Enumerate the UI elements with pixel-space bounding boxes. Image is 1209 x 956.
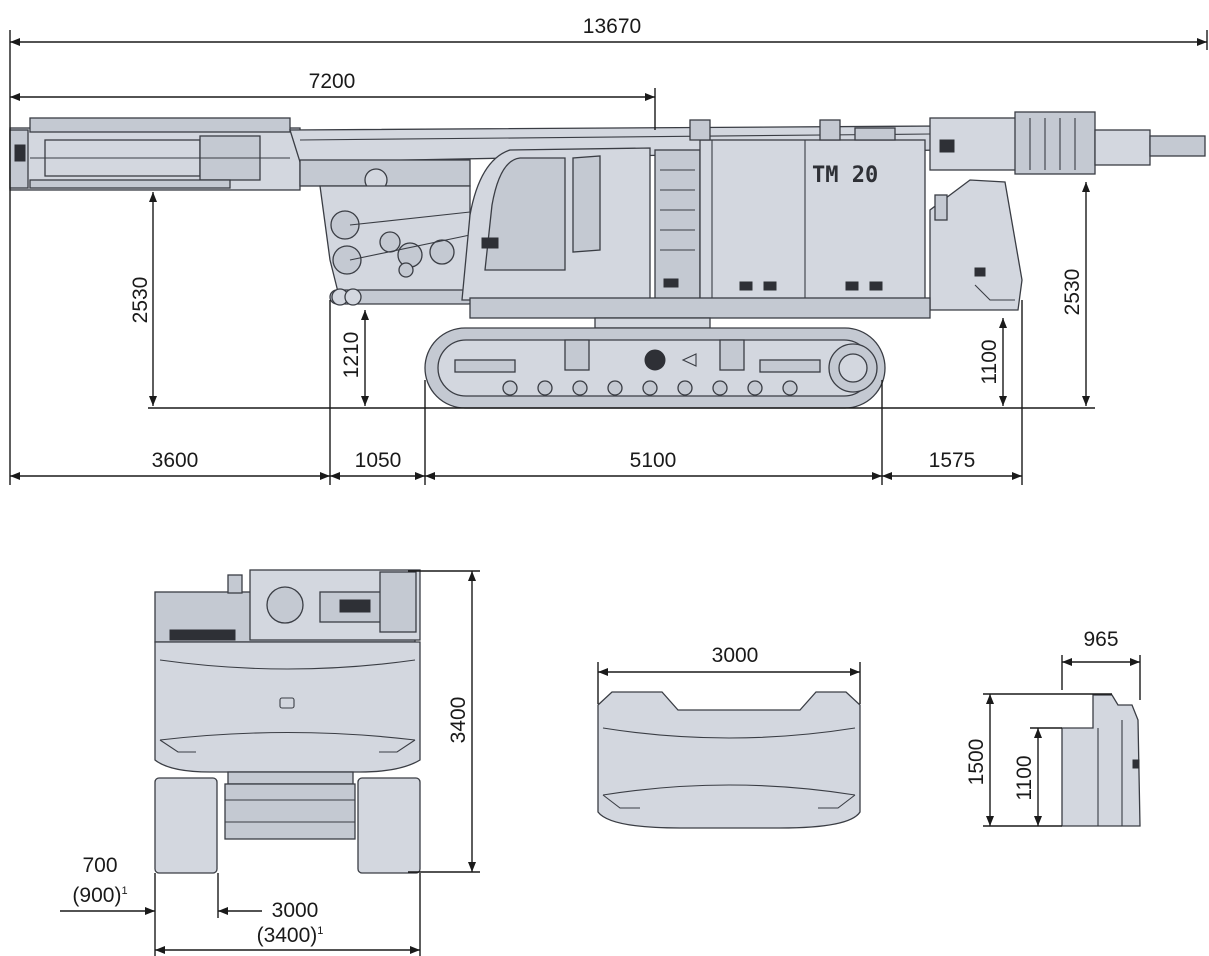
model-label: TM 20 bbox=[812, 163, 878, 188]
counterweight-front-view bbox=[597, 691, 861, 829]
rear-dimensions: 3400 700 (900)1 3000 (3400)1 bbox=[60, 570, 480, 956]
dim-rear-height: 2530 bbox=[1061, 269, 1084, 316]
dim-segment-4: 1575 bbox=[929, 449, 976, 472]
side-dimensions: 13670 7200 2530 1210 1100 2530 3600 1050… bbox=[9, 15, 1208, 485]
dim-track-width-alt: (900)1 bbox=[72, 884, 127, 907]
dim-track-width: 700 bbox=[82, 854, 117, 877]
dim-cw-depth: 965 bbox=[1083, 628, 1118, 651]
dim-gauge-alt: (3400)1 bbox=[257, 924, 324, 947]
dim-cw-width: 3000 bbox=[712, 644, 759, 667]
boom bbox=[9, 117, 301, 191]
counterweight-side-dimensions: 965 1500 1100 bbox=[965, 628, 1141, 827]
rear-view-machine bbox=[154, 569, 421, 874]
dim-overall-length: 13670 bbox=[583, 15, 641, 38]
dim-cw-lower-height: 1100 bbox=[1013, 755, 1036, 800]
dim-front-height: 2530 bbox=[129, 277, 152, 324]
dim-boom-length: 7200 bbox=[309, 70, 356, 93]
linkage bbox=[319, 185, 476, 306]
rotary-head bbox=[929, 111, 1206, 175]
dim-cw-height: 1500 bbox=[965, 739, 988, 786]
side-view-machine: TM 20 bbox=[9, 111, 1206, 409]
dim-segment-1: 3600 bbox=[152, 449, 199, 472]
dim-clearance-rear: 1100 bbox=[978, 339, 1001, 384]
engine-housing: TM 20 bbox=[689, 119, 926, 301]
upper-deck bbox=[469, 297, 931, 329]
dim-rear-height: 3400 bbox=[447, 697, 470, 744]
crawler-track bbox=[424, 327, 886, 409]
dim-segment-2: 1050 bbox=[355, 449, 402, 472]
counterweight-side bbox=[929, 179, 1023, 311]
counterweight-front-dimensions: 3000 bbox=[597, 644, 861, 704]
cab bbox=[461, 147, 701, 301]
dim-gauge: 3000 bbox=[272, 899, 319, 922]
dim-clearance-front: 1210 bbox=[340, 332, 363, 379]
dim-segment-3: 5100 bbox=[630, 449, 677, 472]
counterweight-side-view bbox=[1061, 694, 1141, 827]
